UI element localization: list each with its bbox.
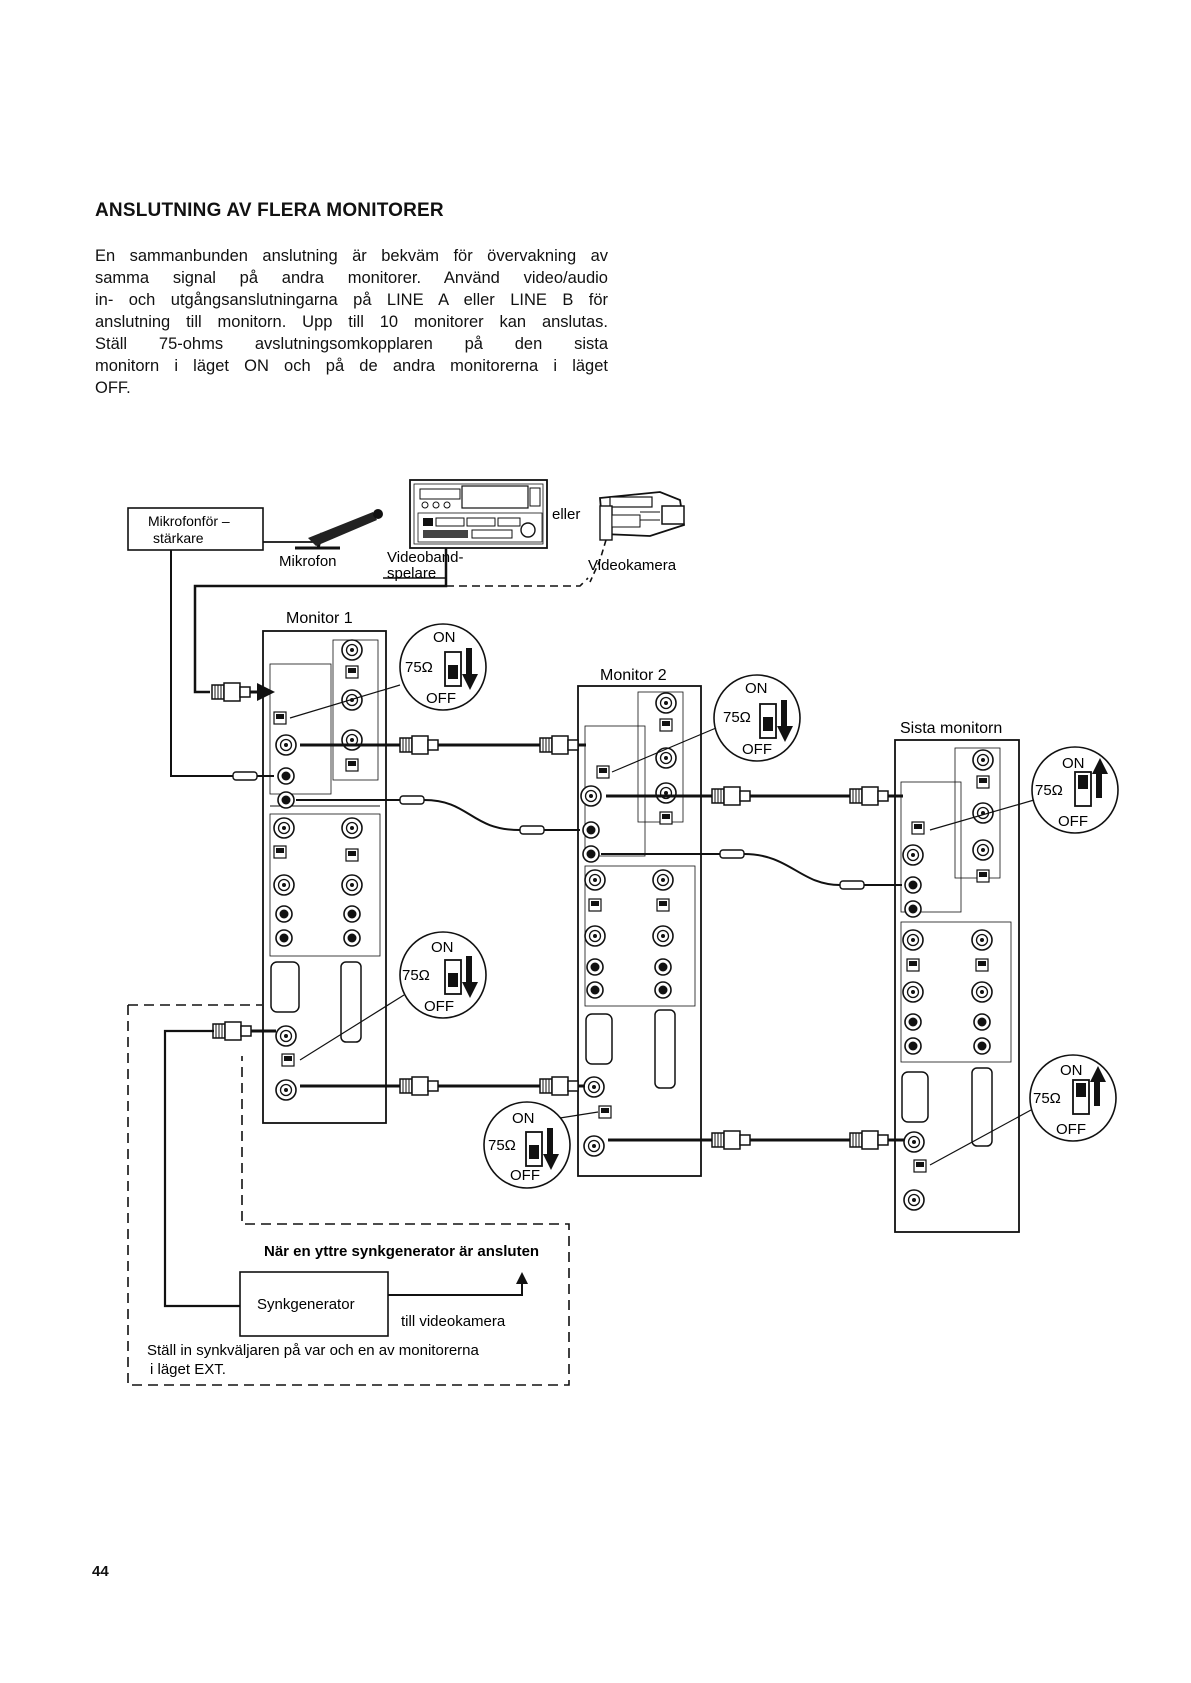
video-cable-in bbox=[193, 548, 448, 694]
vcr-label-1: Videoband- bbox=[387, 549, 463, 566]
sync-generator-label: Synkgenerator bbox=[257, 1296, 355, 1313]
microphone-icon bbox=[263, 509, 383, 550]
switch-ohm-label: 75Ω bbox=[1033, 1090, 1061, 1107]
intro-line: samma signal på andra monitorer. Använd … bbox=[95, 269, 608, 287]
switch-ohm-label: 75Ω bbox=[402, 967, 430, 984]
termination-switch-callout-last-sync: ON 75Ω OFF bbox=[929, 1054, 1117, 1166]
vcr-icon bbox=[409, 479, 548, 549]
intro-line: Ställ 75-ohms avslutningsomkopplaren på … bbox=[95, 335, 608, 353]
vcr-label-2: spelare bbox=[387, 565, 436, 582]
set-instruction-1: Ställ in synkväljaren på var och en av m… bbox=[147, 1342, 479, 1359]
last-monitor-panel bbox=[894, 739, 1020, 1233]
switch-on-label: ON bbox=[431, 939, 454, 956]
termination-switch-callout-m2-sync: ON 75Ω OFF bbox=[483, 1101, 599, 1189]
termination-switch-callout-m2-top: ON 75Ω OFF bbox=[611, 674, 801, 773]
intro-line: in- och utgångsanslutningarna på LINE A … bbox=[95, 291, 608, 309]
intro-line: En sammanbunden anslutning är bekväm för… bbox=[95, 247, 608, 265]
monitor-1-label: Monitor 1 bbox=[286, 610, 353, 627]
sync-cable bbox=[163, 1029, 240, 1308]
microphone-label: Mikrofon bbox=[279, 553, 337, 570]
intro-paragraph: En sammanbunden anslutning är bekväm för… bbox=[95, 245, 608, 399]
audio-cable-in bbox=[170, 550, 233, 777]
intro-line: anslutning till monitorn. Upp till 10 mo… bbox=[95, 313, 608, 331]
switch-on-label: ON bbox=[1060, 1062, 1083, 1079]
switch-on-label: ON bbox=[433, 629, 456, 646]
last-monitor-label: Sista monitorn bbox=[900, 720, 1002, 737]
switch-off-label: OFF bbox=[1058, 813, 1088, 830]
page-heading: ANSLUTNING AV FLERA MONITORER bbox=[95, 200, 444, 221]
termination-switch-callout-last-top: ON 75Ω OFF bbox=[929, 746, 1119, 834]
camera-dashed-link bbox=[446, 577, 589, 587]
set-instruction-2: i läget EXT. bbox=[150, 1361, 226, 1378]
switch-on-label: ON bbox=[512, 1110, 535, 1127]
audio-cables bbox=[232, 771, 902, 890]
monitor-2-panel bbox=[577, 685, 702, 1177]
switch-ohm-label: 75Ω bbox=[488, 1137, 516, 1154]
termination-switch-callout-m1-sync: ON 75Ω OFF bbox=[299, 931, 487, 1061]
switch-off-label: OFF bbox=[426, 690, 456, 707]
mic-amplifier-box: Mikrofonför – stärkare bbox=[127, 507, 264, 551]
switch-off-label: OFF bbox=[1056, 1121, 1086, 1138]
intro-line: monitorn i läget ON och på de andra moni… bbox=[95, 357, 608, 375]
video-camera-icon bbox=[589, 491, 686, 583]
switch-ohm-label: 75Ω bbox=[723, 709, 751, 726]
video-cables bbox=[211, 682, 904, 1150]
switch-off-label: OFF bbox=[424, 998, 454, 1015]
monitor-2-label: Monitor 2 bbox=[600, 667, 667, 684]
camera-label: Videokamera bbox=[588, 557, 677, 574]
external-sync-dashed-frame bbox=[127, 1004, 570, 1386]
monitor-1-panel bbox=[262, 630, 387, 1124]
switch-ohm-label: 75Ω bbox=[1035, 782, 1063, 799]
intro-line: OFF. bbox=[95, 379, 131, 397]
switch-off-label: OFF bbox=[742, 741, 772, 758]
switch-off-label: OFF bbox=[510, 1167, 540, 1184]
ext-sync-note: När en yttre synkgenerator är ansluten bbox=[264, 1243, 539, 1260]
switch-on-label: ON bbox=[1062, 755, 1085, 772]
to-camera-label: till videokamera bbox=[401, 1313, 506, 1330]
page-number: 44 bbox=[92, 1563, 109, 1580]
camera-sync-arrow bbox=[388, 1272, 528, 1296]
sync-generator-box: Synkgenerator bbox=[239, 1271, 389, 1337]
amp-label-2: stärkare bbox=[153, 530, 204, 546]
switch-on-label: ON bbox=[745, 680, 768, 697]
switch-ohm-label: 75Ω bbox=[405, 659, 433, 676]
termination-switch-callout-m1-top: ON 75Ω OFF bbox=[289, 623, 487, 719]
or-label: eller bbox=[552, 506, 580, 523]
amp-label-1: Mikrofonför – bbox=[148, 513, 230, 529]
vcr-label-box: Videoband- spelare bbox=[383, 548, 463, 582]
